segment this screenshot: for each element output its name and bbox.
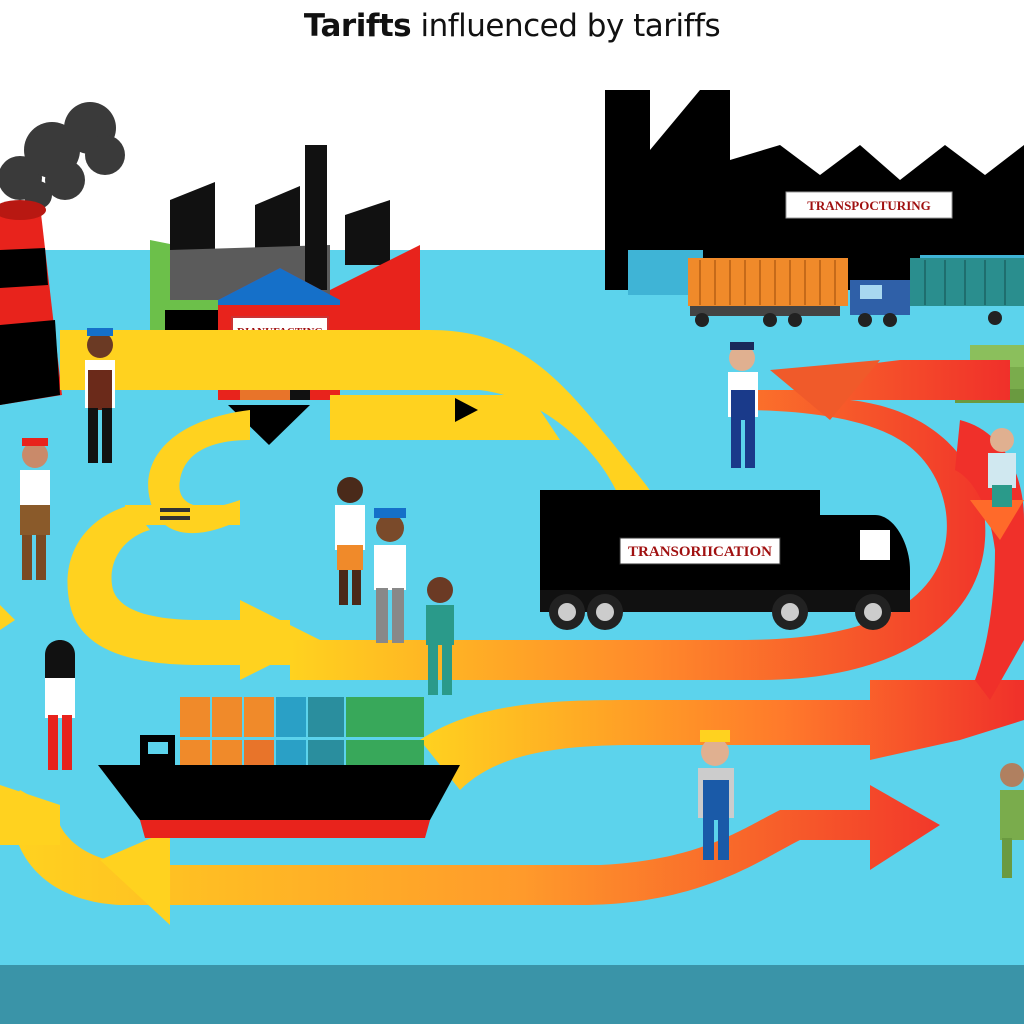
sea-bottom-band: [0, 965, 1024, 1024]
worker-icon: [20, 328, 1024, 878]
title-rest: influenced by tariffs: [411, 8, 721, 44]
arrow-icon: [0, 330, 654, 680]
shipping-container-icon: [688, 258, 1024, 327]
truck-icon: [540, 490, 910, 630]
title-bold: Tarifts: [303, 8, 412, 44]
smokestack-icon: [0, 200, 62, 405]
cargo-ship-icon: [98, 697, 460, 838]
factory-sign-right: TRANSPOCTURING: [807, 198, 931, 213]
truck-sign: TRANSORIICATION: [628, 544, 772, 560]
arrow-icon-flow: [290, 360, 1010, 680]
page-title: Tarifts influenced by tariffs: [0, 8, 1024, 44]
smoke-cloud-icon: [0, 102, 125, 209]
